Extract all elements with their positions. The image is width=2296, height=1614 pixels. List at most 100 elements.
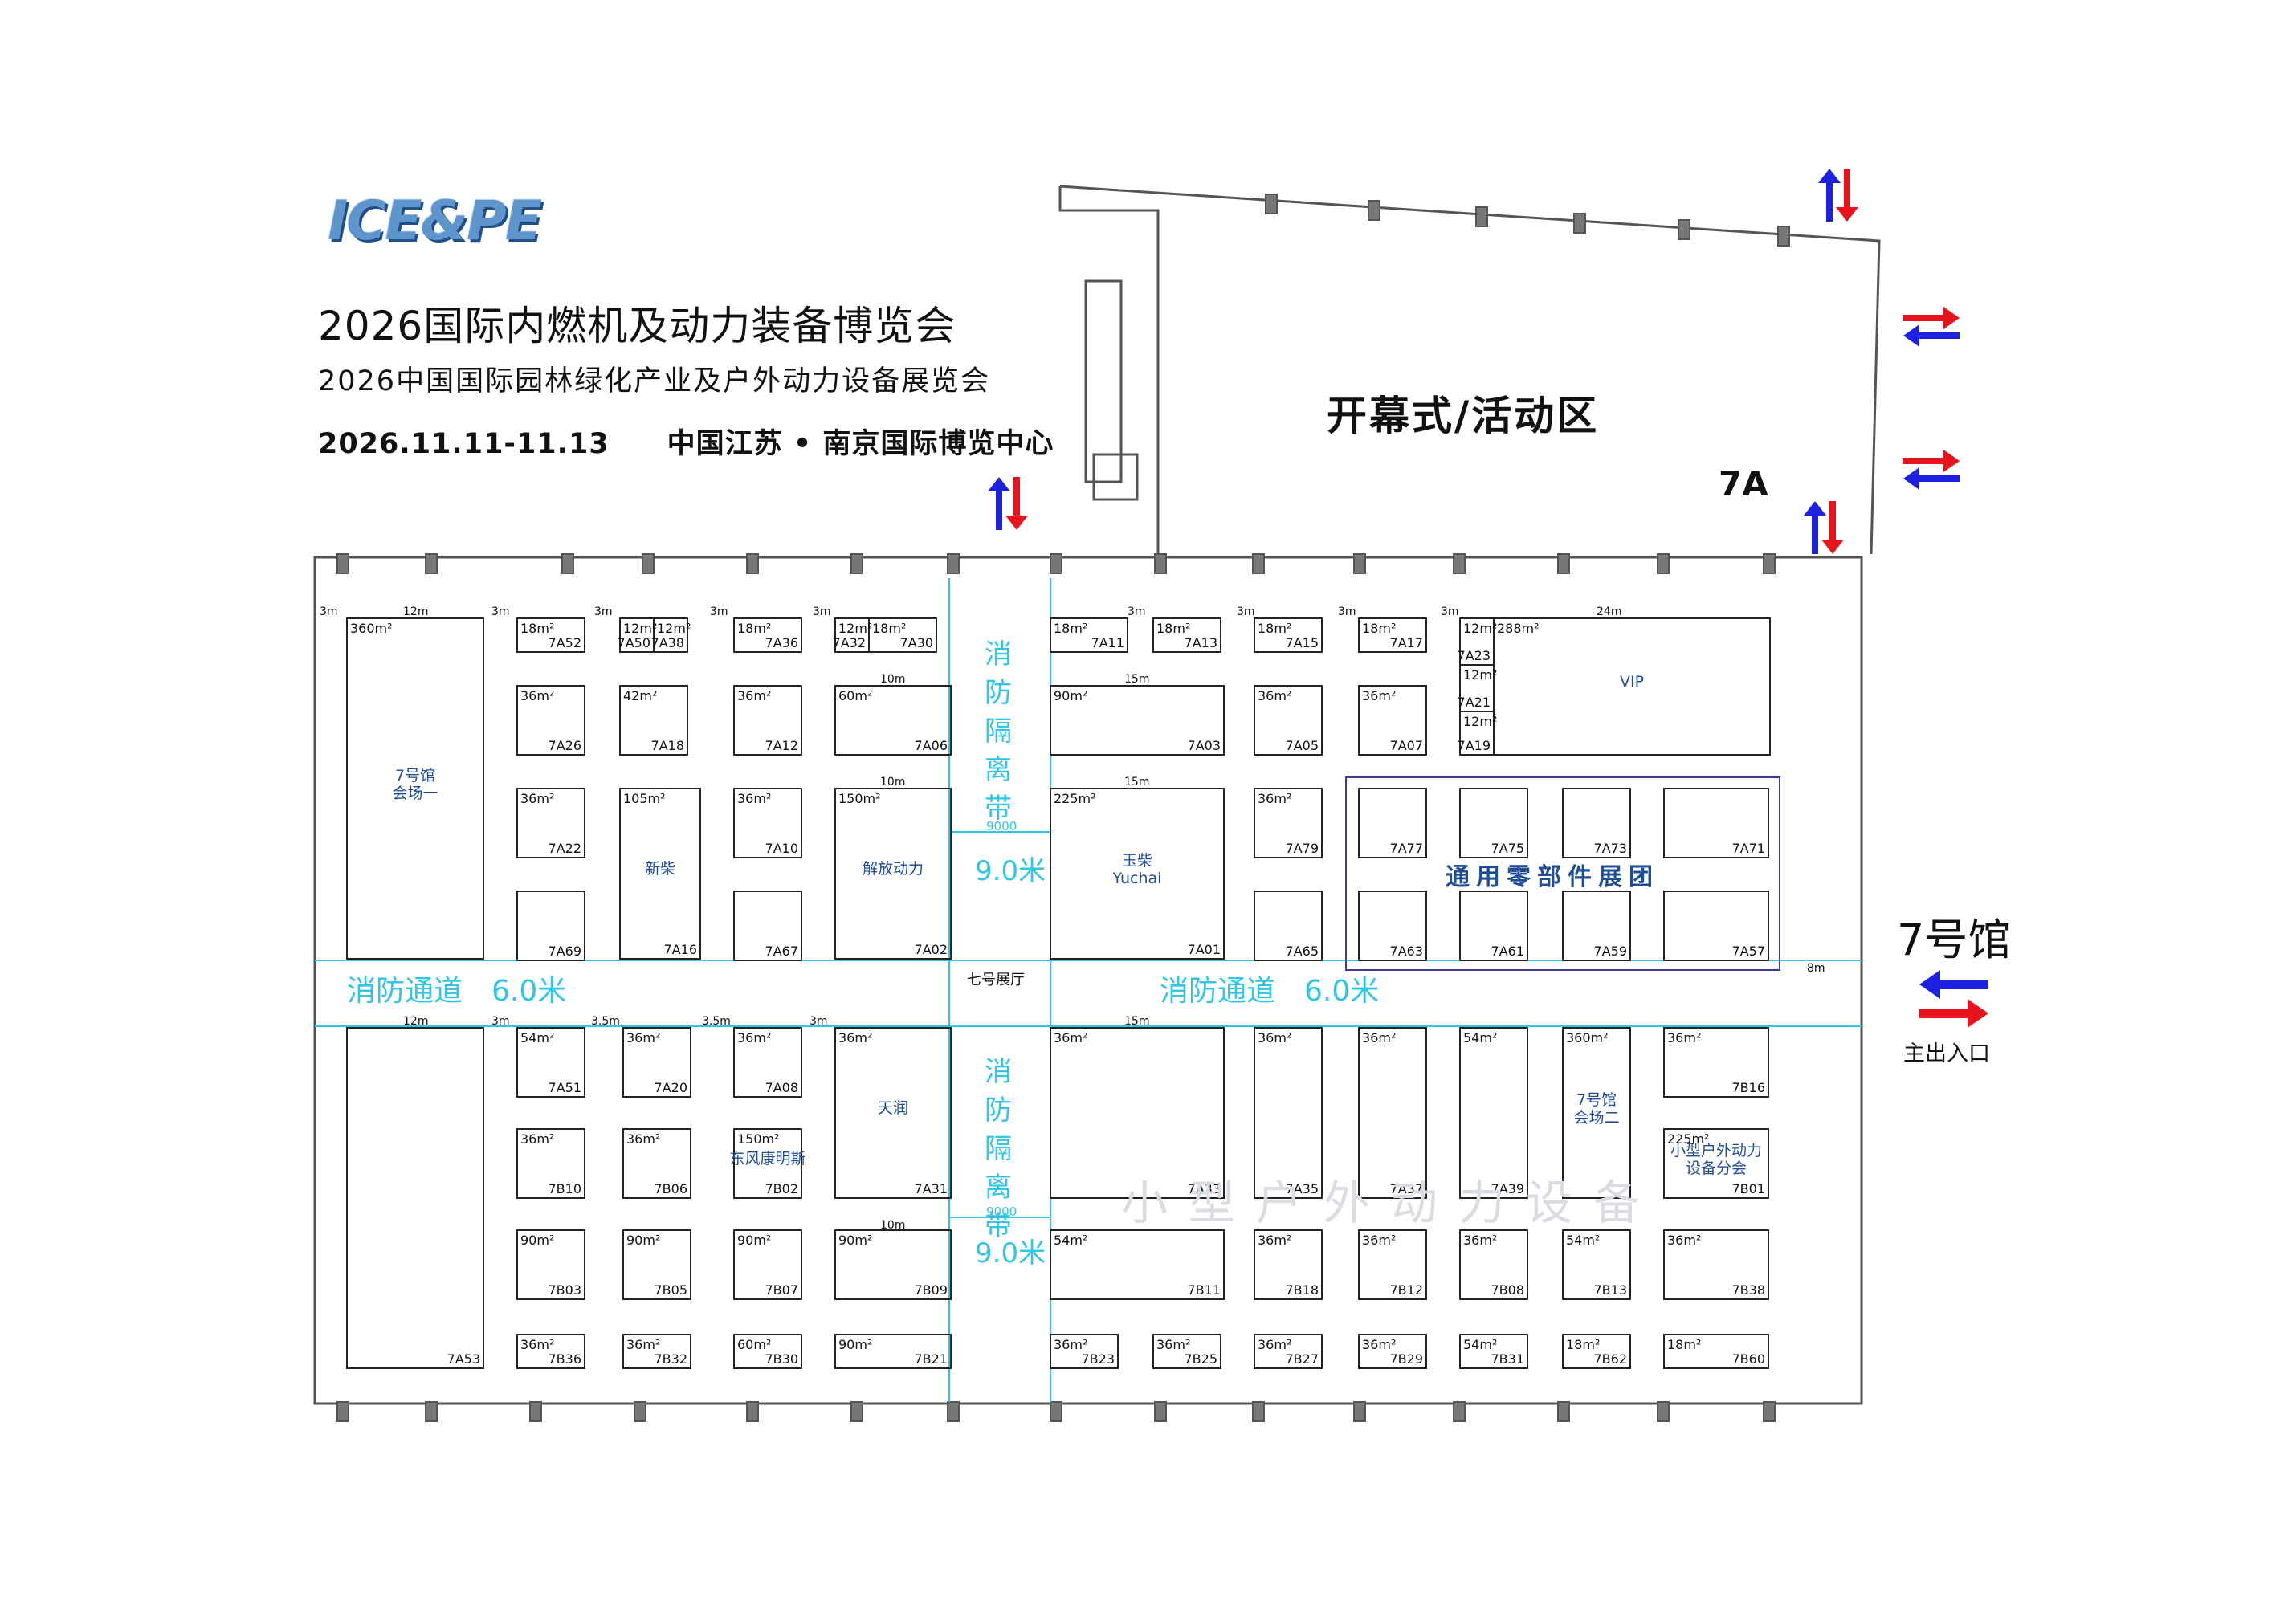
svg-text:3m: 3m	[320, 605, 338, 618]
booth-area: 60m²	[838, 688, 872, 703]
booth-id: 7B02	[765, 1181, 798, 1196]
svg-text:3m: 3m	[1338, 605, 1356, 618]
parts-group-border	[1345, 776, 1780, 971]
booth-area: 36m²	[1667, 1233, 1701, 1248]
booth-area: 225m²	[1054, 791, 1096, 806]
svg-text:3m: 3m	[491, 1015, 510, 1028]
booth-id: 7A32	[833, 635, 866, 650]
booth-id: 7A02	[915, 942, 948, 957]
booth-id: 7B21	[914, 1351, 948, 1367]
booth-id: 7A15	[1286, 635, 1319, 650]
booth-id: 7A35	[1286, 1181, 1319, 1196]
belt-width-upper: 9.0米	[975, 855, 1046, 887]
booth-area: 36m²	[737, 791, 771, 806]
booth-id: 7A61	[1491, 944, 1524, 959]
booth-area: 12m²	[623, 621, 657, 636]
booth-id: 7B25	[1184, 1351, 1217, 1367]
booth-area: 288m²	[1497, 621, 1540, 636]
booth-area: 12m²	[657, 621, 691, 636]
booth-id: 7B03	[548, 1282, 581, 1298]
booth-id: 7B62	[1593, 1351, 1627, 1367]
booth-id: 7B27	[1285, 1351, 1319, 1367]
svg-text:12m: 12m	[403, 605, 428, 618]
booth-area: 18m²	[1667, 1337, 1701, 1352]
fire-lane-right: 消防通道 6.0米	[1160, 975, 1379, 1008]
booth-area: 36m²	[1667, 1030, 1701, 1045]
arrow-left-right-icon	[1903, 450, 1960, 490]
main-entrance-label: 主出入口	[1903, 1041, 1990, 1066]
booth-area: 36m²	[1054, 1337, 1087, 1352]
booth-id: 7A22	[549, 841, 581, 856]
booth-id: 7A38	[651, 635, 684, 650]
fire-belt-upper: 消防隔离带	[985, 638, 1012, 825]
booth-area: 36m²	[1362, 1233, 1396, 1248]
booth-id: 7B30	[765, 1351, 798, 1367]
booth-id: 7B60	[1731, 1351, 1765, 1367]
booth-outlines	[346, 617, 1771, 1369]
wall-columns	[336, 194, 1790, 1422]
svg-text:3m: 3m	[1237, 605, 1255, 618]
booth-area: 36m²	[1362, 1030, 1396, 1045]
hall-walls	[313, 185, 1881, 1405]
booth-id: 7A59	[1594, 944, 1627, 959]
booth-area: 18m²	[520, 621, 554, 636]
belt-dim-lower: 9000	[986, 1204, 1017, 1219]
booth-id: 7B16	[1731, 1080, 1765, 1095]
booth-id: 7A51	[549, 1080, 581, 1095]
svg-text:3m: 3m	[1441, 605, 1459, 618]
belt-width-lower: 9.0米	[975, 1237, 1046, 1270]
booth-area: 36m²	[520, 1131, 554, 1147]
exhibitor-name: 解放动力	[863, 860, 924, 878]
booth-area: 12m²	[1463, 621, 1497, 636]
svg-text:10m: 10m	[880, 673, 905, 686]
booth-area: 90m²	[838, 1337, 872, 1352]
booth-area: 150m²	[737, 1131, 780, 1147]
date-venue: 2026.11.11-11.13 中国江苏 • 南京国际博览中心	[318, 428, 1054, 460]
booth-area: 54m²	[1463, 1337, 1497, 1352]
parts-group-label: 通用零部件展团	[1446, 863, 1659, 891]
booth-area: 18m²	[737, 621, 771, 636]
arrow-up-down-icon	[988, 477, 1028, 530]
booth-area: 54m²	[520, 1030, 554, 1045]
arrow-left-right-icon	[1903, 307, 1960, 347]
booth-area: 36m²	[626, 1030, 660, 1045]
svg-text:12m: 12m	[403, 1015, 428, 1028]
svg-text:10m: 10m	[880, 776, 905, 789]
booth-id: 7B07	[765, 1282, 798, 1298]
booth-area: 18m²	[1156, 621, 1190, 636]
zone-7a-label: 7A	[1719, 464, 1768, 503]
svg-text:3m: 3m	[710, 605, 728, 618]
booth-id: 7B36	[548, 1351, 581, 1367]
belt-dim-upper: 9000	[986, 819, 1017, 833]
booth-id: 7A18	[651, 738, 684, 753]
hall-center-label: 七号展厅	[967, 972, 1025, 988]
fire-lane-left: 消防通道 6.0米	[347, 975, 566, 1008]
booth-area: 90m²	[1054, 688, 1087, 703]
exhibitor-name: 小型户外动力设备分会	[1670, 1142, 1762, 1177]
booth-area: 90m²	[737, 1233, 771, 1248]
booth-area: 105m²	[623, 791, 666, 806]
booth-id: 7A12	[765, 738, 798, 753]
booth-area: 360m²	[350, 621, 393, 636]
booth-area: 36m²	[1258, 1030, 1291, 1045]
hall-label: 7号馆	[1897, 915, 2012, 965]
arrow-up-down-icon	[1804, 501, 1844, 554]
booth-id: 7A79	[1286, 841, 1319, 856]
svg-text:3.5m: 3.5m	[591, 1015, 620, 1028]
booth-area: 36m²	[520, 791, 554, 806]
svg-text:15m: 15m	[1124, 776, 1149, 789]
opening-area-label: 开幕式/活动区	[1327, 393, 1600, 439]
booth-area: 18m²	[1054, 621, 1087, 636]
exhibitor-name: 7号馆会场一	[392, 767, 438, 802]
booth-id: 7A63	[1390, 944, 1423, 959]
booth-area: 90m²	[626, 1233, 660, 1248]
svg-text:15m: 15m	[1124, 673, 1149, 686]
booth-id: 7A31	[915, 1181, 948, 1196]
booth-area: 36m²	[1463, 1233, 1497, 1248]
booth-id: 7A39	[1491, 1181, 1524, 1196]
booth-id: 7A21	[1458, 695, 1491, 710]
exhibition-subtitle: 2026中国国际园林绿化产业及户外动力设备展览会	[318, 365, 991, 397]
booth-area: 18m²	[1566, 1337, 1600, 1352]
booth-id: 7A36	[765, 635, 798, 650]
